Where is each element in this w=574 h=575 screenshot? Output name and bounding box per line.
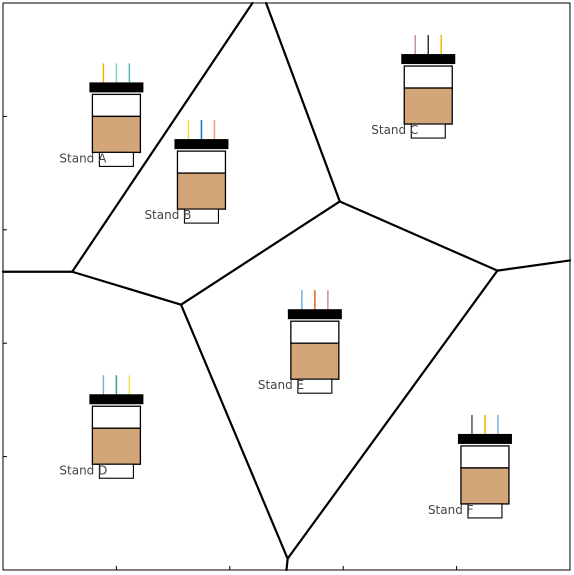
stand-label: Stand E: [258, 378, 304, 392]
cup-upper: [460, 445, 510, 469]
stand-marker-4: Stand E: [258, 290, 342, 394]
cup-base: [297, 378, 333, 394]
cup-base: [98, 151, 134, 167]
stand-label: Stand F: [428, 503, 474, 517]
cup-base: [98, 463, 134, 479]
cup-lid: [287, 309, 342, 320]
cup-upper: [91, 405, 142, 429]
stand-markers: Stand A Stand B Stand C Stand D Stand E Stand…: [59, 35, 512, 519]
cup-upper: [176, 150, 227, 174]
cup-lid: [457, 433, 512, 444]
stand-marker-1: Stand B: [144, 120, 229, 224]
cup-coffee: [460, 467, 510, 505]
voronoi-edge-4: [264, 1, 341, 203]
stand-label: Stand C: [371, 123, 418, 137]
cup-coffee: [91, 427, 142, 465]
cup-lid: [401, 54, 456, 65]
stand-marker-3: Stand D: [59, 375, 144, 479]
stand-label: Stand B: [144, 208, 191, 222]
voronoi-edge-1: [71, 1, 254, 273]
cup-base: [410, 123, 446, 139]
voronoi-edge-2: [71, 270, 183, 306]
voronoi-edge-7: [286, 269, 499, 560]
voronoi-edge-3: [179, 200, 341, 306]
cup-coffee: [403, 87, 453, 125]
stand-marker-2: Stand C: [371, 35, 456, 139]
voronoi-edge-8: [179, 303, 289, 560]
cup-upper: [290, 320, 340, 344]
axis-ticks: [3, 115, 458, 570]
stand-marker-5: Stand F: [428, 414, 512, 519]
cup-base: [467, 503, 503, 519]
voronoi-edge-9: [285, 557, 289, 572]
stand-label: Stand A: [59, 151, 107, 165]
stand-label: Stand D: [59, 463, 107, 477]
cup-lid: [174, 139, 229, 150]
cup-upper: [403, 65, 453, 89]
cup-lid: [89, 394, 144, 405]
cup-upper: [91, 93, 142, 118]
stand-marker-0: Stand A: [59, 63, 144, 167]
cup-coffee: [91, 115, 142, 154]
cup-lid: [89, 82, 144, 93]
voronoi-edge-5: [338, 200, 499, 272]
cup-coffee: [290, 342, 340, 380]
voronoi-edge-6: [496, 259, 572, 272]
cup-coffee: [176, 172, 227, 210]
cup-base: [183, 208, 219, 224]
